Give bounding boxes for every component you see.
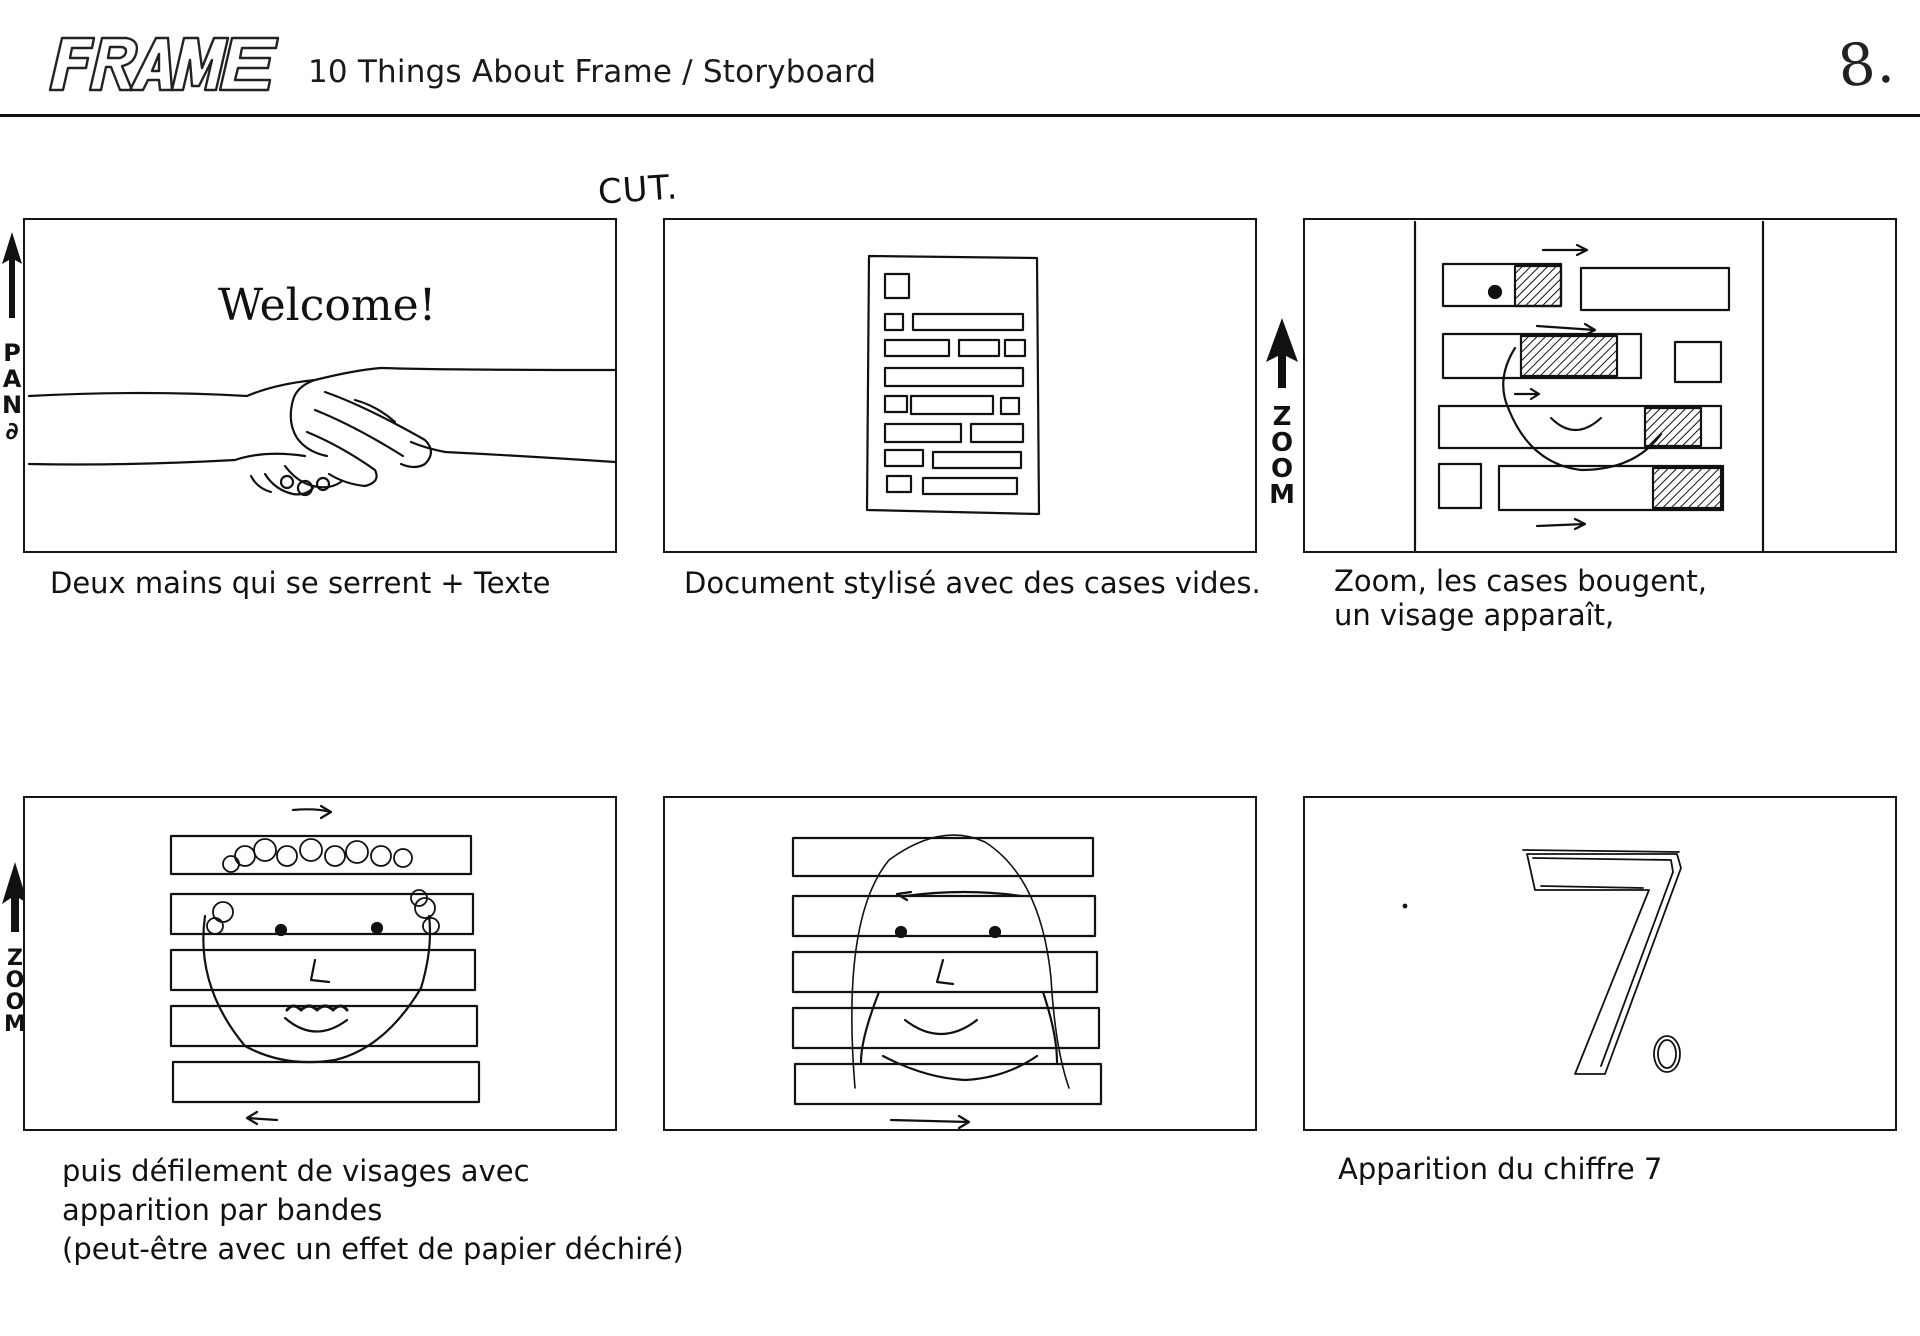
storyboard-panel-2 [663, 218, 1257, 553]
panel-1-caption: Deux mains qui se serrent + Texte [50, 566, 551, 600]
zoom-boxes-face-sketch [1413, 220, 1765, 551]
panel-6-caption: Apparition du chiffre 7 [1338, 1152, 1663, 1186]
handshake-sketch [27, 366, 615, 497]
face-strips-long-hair-sketch [791, 834, 1103, 1129]
cut-annotation: CUT. [596, 167, 680, 213]
storyboard-panel-3 [1303, 218, 1897, 553]
welcome-text: Welcome! [218, 280, 437, 331]
face-strips-curly-hair-sketch [169, 804, 481, 1126]
panel-2-caption: Document stylisé avec des cases vides. [684, 566, 1261, 600]
up-arrow-icon [1266, 318, 1298, 388]
number-seven-sketch [1402, 849, 1682, 1075]
storyboard-panel-1: Welcome! [23, 218, 617, 553]
storyboard-panel-5 [663, 796, 1257, 1131]
document-title: 10 Things About Frame / Storyboard [308, 54, 877, 90]
panel-3-caption: Zoom, les cases bougent, un visage appar… [1334, 564, 1708, 632]
frame-logo [48, 36, 280, 92]
storyboard-panel-4 [23, 796, 617, 1131]
header-divider [0, 114, 1920, 117]
stylized-document-sketch [865, 254, 1041, 516]
up-arrow-icon [2, 232, 22, 318]
storyboard-panel-6 [1303, 796, 1897, 1131]
panel-4-caption: puis défilement de visages avec appariti… [62, 1154, 684, 1266]
page-number: 8. [1834, 27, 1897, 101]
storyboard-header: 10 Things About Frame / Storyboard 8. [0, 0, 1920, 116]
up-arrow-icon [2, 862, 28, 932]
